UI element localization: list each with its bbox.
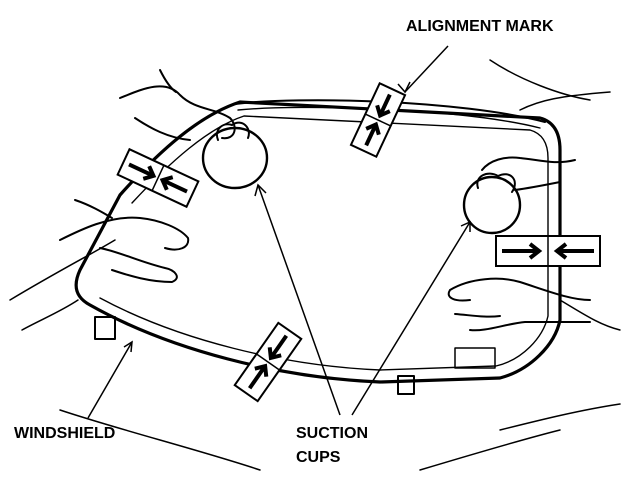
leader-suction-cup-right [351, 221, 471, 416]
suction-cups-label-line2: CUPS [296, 449, 341, 466]
alignment-mark-top [349, 81, 407, 159]
alignment-mark-right [495, 235, 601, 267]
car-body [9, 59, 621, 471]
hand-top-left [119, 69, 236, 141]
leader-lines [87, 45, 471, 419]
hand-left [59, 199, 190, 283]
hand-right [447, 277, 591, 332]
alignment-mark-left [116, 147, 200, 209]
windshield-label: WINDSHIELD [14, 425, 116, 442]
suction-cups-label-line1: SUCTION [296, 425, 368, 442]
hand-top-right [481, 156, 576, 191]
leader-alignment-mark [404, 45, 449, 93]
suction-cup-left [201, 121, 269, 190]
leader-windshield [87, 341, 133, 419]
alignment-mark-label: ALIGNMENT MARK [406, 18, 554, 35]
alignment-mark-bottom [233, 321, 303, 403]
windshield-glass [74, 99, 562, 395]
leader-suction-cup-left [257, 184, 341, 416]
suction-cup-right [462, 172, 522, 235]
